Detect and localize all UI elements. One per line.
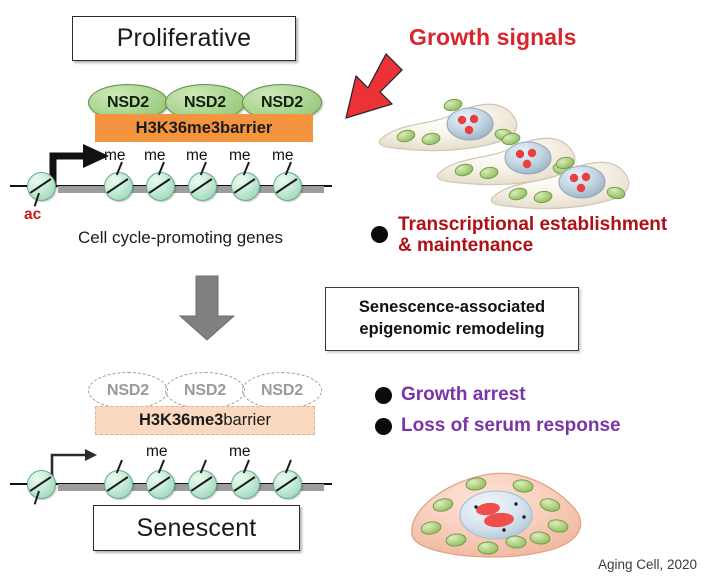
bullet-line-2: & maintenance <box>398 235 534 257</box>
nucleosome-disc <box>146 470 175 499</box>
nucleosome-bottom-5 <box>273 459 302 499</box>
proliferating-cell-2 <box>436 132 576 186</box>
nsd2-label: NSD2 <box>184 93 226 111</box>
proliferating-cells-svg <box>378 98 630 210</box>
nsd2-label: NSD2 <box>261 381 303 399</box>
nsd2-label: NSD2 <box>107 381 149 399</box>
nucleosome-disc <box>104 470 133 499</box>
gene-caption: Cell cycle-promoting genes <box>78 228 284 247</box>
me-mark-4: me <box>229 147 251 164</box>
bullet-transcriptional-establishment: Transcriptional establishment & maintena… <box>398 214 716 257</box>
nucleosome-top-1 <box>104 161 133 201</box>
proliferating-cell-3 <box>490 156 630 210</box>
state-box-senescent: Senescent <box>93 505 300 551</box>
barrier-bold-text: H3K36me3 <box>138 411 224 429</box>
bullet-dot-transcriptional <box>371 226 388 243</box>
note-box-remodeling: Senescence-associated epigenomic remodel… <box>325 287 579 351</box>
nucleosome-ac <box>27 172 56 207</box>
nsd2-faded-oval-2: NSD2 <box>165 372 245 409</box>
nucleosome-bottom-3 <box>188 459 217 499</box>
growth-signal-arrow <box>330 50 406 128</box>
me-mark-bottom-2: me <box>229 443 251 460</box>
me-mark-2: me <box>144 147 166 164</box>
barrier-bold-text: H3K36me3 <box>135 118 221 137</box>
nucleosome-bottom-ac <box>27 470 56 505</box>
nsd2-label: NSD2 <box>184 381 226 399</box>
me-mark-3: me <box>186 147 208 164</box>
transition-arrow-down <box>176 275 238 342</box>
h3k36me3-barrier-active: H3K36me3 barrier <box>95 114 313 142</box>
proliferating-cells-illustration <box>358 92 688 210</box>
acetylation-label: ac <box>24 206 42 223</box>
nucleosome-disc <box>146 172 175 201</box>
nsd2-faded-oval-3: NSD2 <box>242 372 322 409</box>
growth-signal-arrow-svg <box>345 53 403 119</box>
senescent-cell-illustration <box>398 462 610 572</box>
bullet-growth-arrest: Growth arrest <box>401 384 526 405</box>
nucleosome-bottom-1 <box>104 459 133 499</box>
nucleosome-top-5 <box>273 161 302 201</box>
senescent-cell-svg <box>411 472 582 558</box>
note-line-1: Senescence-associated <box>358 298 546 317</box>
me-mark-1: me <box>104 147 126 164</box>
nucleosome-disc <box>231 172 260 201</box>
note-line-2: epigenomic remodeling <box>359 320 545 338</box>
state-label-senescent: Senescent <box>136 513 257 542</box>
senescent-mitochondria <box>420 477 569 555</box>
bullet-loss-of-serum-response: Loss of serum response <box>401 415 621 436</box>
bullet-dot-serum-response <box>375 418 392 435</box>
nsd2-label: NSD2 <box>107 93 149 111</box>
nucleosome-bottom-4 <box>231 459 260 499</box>
me-mark-5: me <box>272 147 294 164</box>
state-label-proliferative: Proliferative <box>116 24 252 52</box>
nucleosome-disc <box>188 172 217 201</box>
nucleosome-disc <box>273 470 302 499</box>
citation-label: Aging Cell, 2020 <box>598 557 698 572</box>
barrier-light-text: barrier <box>220 118 273 137</box>
me-mark-bottom-1: me <box>146 443 168 460</box>
nucleosome-top-3 <box>188 161 217 201</box>
bullet-dot-growth-arrest <box>375 387 392 404</box>
nucleosome-top-4 <box>231 161 260 201</box>
growth-signals-label: Growth signals <box>409 24 577 50</box>
nucleosome-disc <box>27 470 56 499</box>
nucleosome-disc <box>104 172 133 201</box>
bullet-line-1: Transcriptional establishment <box>398 214 668 235</box>
nucleosome-disc <box>27 172 56 201</box>
nucleosome-disc <box>231 470 260 499</box>
transition-arrow-svg <box>178 275 236 341</box>
nsd2-label: NSD2 <box>261 93 303 111</box>
state-box-proliferative: Proliferative <box>72 16 296 61</box>
nucleosome-bottom-2 <box>146 459 175 499</box>
nucleosome-disc <box>188 470 217 499</box>
nsd2-faded-oval-1: NSD2 <box>88 372 168 409</box>
h3k36me3-barrier-faded: H3K36me3 barrier <box>95 406 315 435</box>
nucleosome-disc <box>273 172 302 201</box>
nucleosome-top-2 <box>146 161 175 201</box>
barrier-light-text: barrier <box>223 411 272 429</box>
proliferating-cell-1 <box>378 98 518 152</box>
